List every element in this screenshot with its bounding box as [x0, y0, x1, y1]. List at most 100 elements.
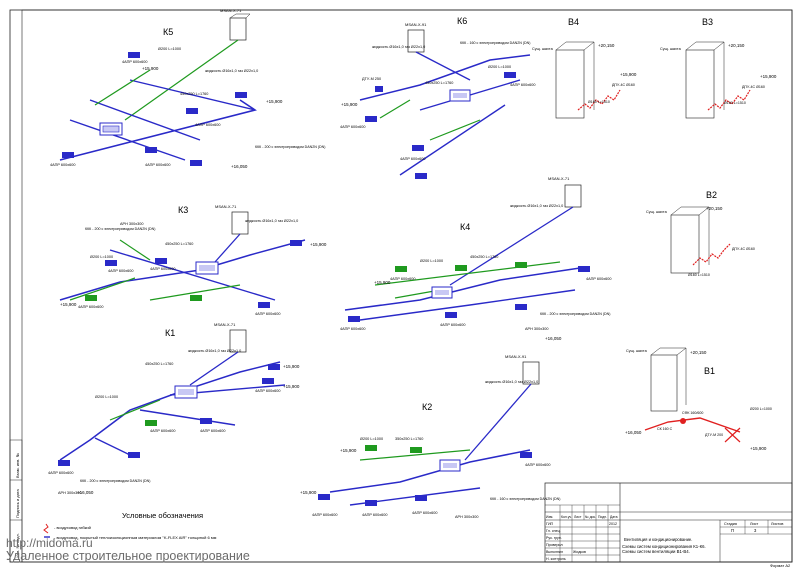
scheme-k1: К1 MSAN-X-71 жидкость Ø16х1,0 газ Ø22х1,…: [48, 322, 300, 495]
b1-fan-label: СФК 160/600: [682, 411, 703, 415]
b2-title: В2: [706, 190, 717, 200]
k4-grille-1: [578, 266, 590, 272]
scheme-b3: В3 Сущ. шахта +20,150 +15,900 ДПУ-4С Ø16…: [660, 17, 777, 119]
side-stamp: Взам. инв. № Подпись и дата Инв. № подл.: [9, 439, 23, 563]
k3-grille-5: [190, 295, 202, 301]
b2-grille-label: ДПУ-4С Ø160: [732, 247, 755, 251]
k5-flex-1: [94, 69, 151, 106]
k2-pipe-label: жидкость Ø16х1,0 газ Ø22х1,0: [485, 380, 538, 384]
k5-level: +15,900: [266, 99, 283, 104]
legend: Условные обозначения - воздуховод гибкий…: [43, 511, 217, 540]
b3-level-top: +20,150: [728, 43, 745, 48]
k2-grille-label-3: 4АПР 600х600: [362, 513, 388, 517]
b3-shaft: [685, 49, 715, 119]
k4-level-low: +16,050: [545, 336, 562, 341]
k6-grille-4: [365, 116, 377, 122]
k1-pipe: [189, 351, 239, 386]
k1-arn-label: АРН 300х300: [58, 491, 81, 495]
b2-shaft: [670, 214, 700, 274]
k5-grille-label-3: 4АПР 600х600: [50, 163, 76, 167]
tb-project: Вентиляция и кондиционирование.: [624, 537, 692, 542]
k5-grille-label-1: 4АПР 600х600: [122, 60, 148, 64]
k5-unit-label: MSAN-X-71: [220, 8, 242, 13]
k1-grille-2: [262, 378, 274, 384]
k6-pipe: [415, 51, 471, 81]
k4-duct-branch: [359, 289, 576, 321]
k1-duct-label: 450х250 L=1760: [145, 362, 173, 366]
k1-level-2: +15,900: [283, 384, 300, 389]
k1-grille-3: [58, 460, 70, 466]
k5-level-2: +15,900: [142, 66, 159, 71]
b4-title: В4: [568, 17, 579, 27]
k6-grille-label-3: 4АПР 600х600: [340, 125, 366, 129]
tb-format: Формат А2: [770, 563, 791, 568]
k4-grille-label-1: 4АПР 600х600: [586, 277, 612, 281]
sheet-inner-frame: [21, 9, 793, 563]
k2-flex-1: [359, 449, 471, 461]
k3-level: +15,900: [310, 242, 327, 247]
k6-grille-1: [504, 72, 516, 78]
k6-duct-label: 450х250 L=1760: [425, 81, 453, 85]
tb-stage-label: Стадия: [724, 522, 737, 526]
k2-unit-label: MSAN-X-91: [505, 354, 527, 359]
k3-grille-2: [105, 260, 117, 266]
k5-duct-branch-1: [69, 119, 186, 161]
b4-duct-label: Ø160 L=1510: [588, 100, 610, 104]
k5-grille-6: [190, 160, 202, 166]
b3-exhaust-duct: [707, 89, 751, 111]
k5-duct-label: 450х250 L=1760: [180, 92, 208, 96]
k4-grille-3: [455, 265, 467, 271]
k1-unit-label: MSAN-X-71: [214, 322, 236, 327]
k4-grille-label-4: 4АПР 600х600: [440, 323, 466, 327]
b1-shaft: [650, 354, 678, 412]
k1-level: +15,900: [283, 364, 300, 369]
k3-grille-label-1: 4АПР 600х600: [108, 269, 134, 273]
b3-level: +15,900: [760, 74, 777, 79]
b1-duct-label: Ø200 L=1000: [750, 407, 772, 411]
b3-duct-label: Ø160 L=1510: [724, 101, 746, 105]
k6-flex-1: [379, 99, 411, 119]
k4-grille-7: [515, 304, 527, 310]
k4-flex-1: [374, 261, 561, 286]
tb-year: 2012: [609, 522, 617, 526]
k5-fan-label: ККК - 200 с электроприводом DAN2N (DN): [255, 145, 325, 149]
tb-sheet-title: Схемы систем кондиционирования К1-К6. Сх…: [622, 544, 706, 555]
k3-duct-branch: [109, 249, 276, 301]
k6-pipe-label: жидкость Ø16х1,0 газ Ø22х1,0: [372, 45, 425, 49]
tb-sheet-label: Лист: [750, 522, 759, 526]
watermark-text: Удаленное строительное проектирование: [6, 549, 250, 563]
b1-level-low: +16,050: [625, 430, 642, 435]
watermark-url[interactable]: http://midoma.ru: [6, 536, 93, 550]
k5-grille-label-4: 4АПР 600х600: [145, 163, 171, 167]
k5-duct-branch-3: [129, 79, 256, 111]
k4-outdoor-unit: [564, 184, 582, 208]
k1-main-duct: [59, 361, 281, 461]
k2-level-2: +15,900: [300, 490, 317, 495]
b1-title: В1: [704, 366, 715, 376]
k2-grille-label-1: 4АПР 600х600: [525, 463, 551, 467]
k1-pipe-label: жидкость Ø16х1,0 газ Ø22х1,0: [188, 349, 241, 353]
k1-grille-label-1: 4АПР 600х600: [255, 389, 281, 393]
scheme-b1: В1 Сущ. шахта +20,150 +15,900 +16,050 СФ…: [625, 347, 772, 451]
k2-grille-6: [415, 495, 427, 501]
k6-extra-label: ККК - 160 с электроприводом DAN2N (DN): [460, 41, 530, 45]
k3-level-2: +15,900: [60, 302, 77, 307]
k5-level-low: +16,050: [231, 164, 248, 169]
k3-duct-small-label: Ø200 L=1000: [90, 255, 113, 259]
b2-duct-label: Ø160 L=1510: [688, 273, 710, 277]
legend-item-1: - воздуховод гибкий: [54, 525, 91, 530]
b3-title: В3: [702, 17, 713, 27]
k6-dtv-label: ДТУ-М 250: [362, 77, 381, 81]
k6-grille-label-2: 4АПР 600х600: [400, 157, 426, 161]
k3-flex-3: [119, 239, 151, 261]
k5-title: К5: [163, 27, 173, 37]
tb-stage: П: [731, 528, 734, 533]
k2-main-duct: [329, 449, 531, 493]
k1-grille-label-4: 4АПР 600х600: [200, 429, 226, 433]
k5-grille-2: [186, 108, 198, 114]
k6-unit-label: MSAN-X-91: [405, 22, 427, 27]
k5-grille-4: [62, 152, 74, 158]
k4-title: К4: [460, 222, 470, 232]
tb-role-1: ГИП: [546, 522, 554, 526]
k2-grille-1: [365, 445, 377, 451]
